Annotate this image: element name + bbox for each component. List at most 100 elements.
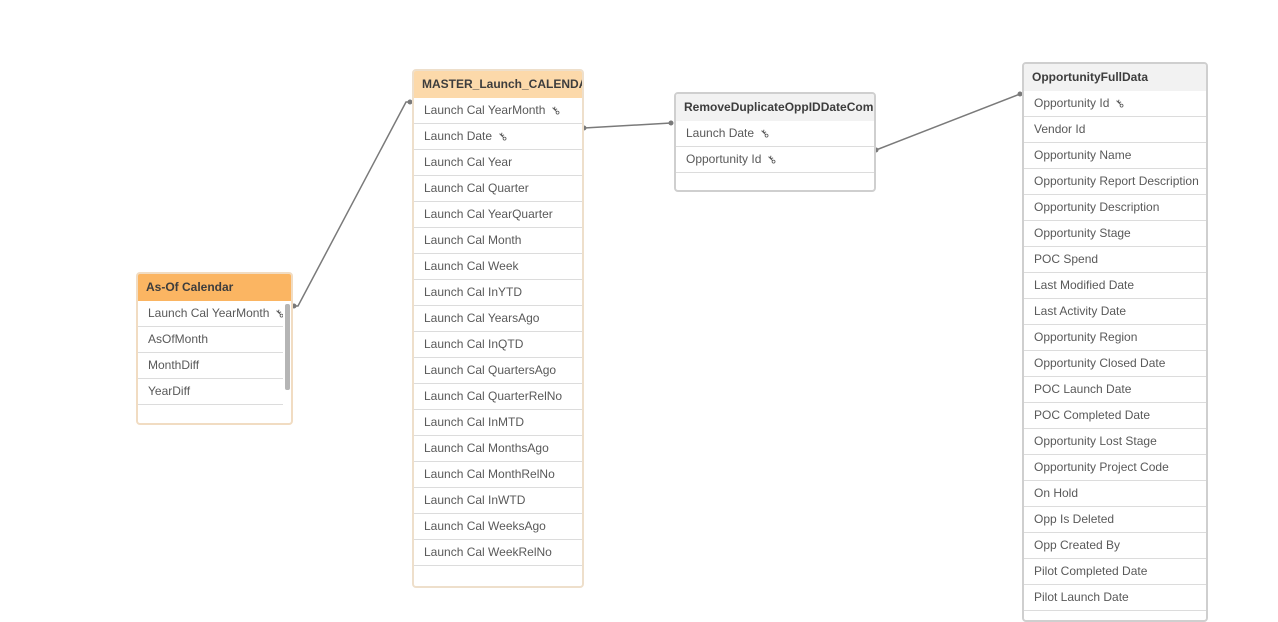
table-field-row[interactable]: Opportunity Closed Date [1024,351,1206,377]
table-field-row[interactable]: Opp Created By [1024,533,1206,559]
field-label: Launch Cal YearQuarter [424,207,553,221]
field-label: Opp Created By [1034,538,1121,552]
key-icon: ⚷ [1113,96,1128,111]
field-label: Opportunity Description [1034,200,1160,214]
table-field-row[interactable]: POC Spend [1024,247,1206,273]
field-label: Opportunity Closed Date [1034,356,1166,370]
field-label: Pilot Launch Date [1034,590,1129,604]
table-field-row[interactable]: Launch Cal InQTD [414,332,582,358]
table-field-row[interactable]: Opportunity Project Code [1024,455,1206,481]
field-label: Launch Cal WeekRelNo [424,545,552,559]
table-master-launch-calendar[interactable]: MASTER_Launch_CALENDAR Launch Cal YearMo… [412,69,584,588]
field-label: Opportunity Report Description [1034,174,1199,188]
field-label: Launch Cal Year [424,155,513,169]
scrollbar[interactable] [285,304,290,390]
table-field-row[interactable]: Opportunity Stage [1024,221,1206,247]
table-field-row[interactable]: Opportunity Id⚷ [1024,91,1206,117]
table-field-row[interactable]: Launch Cal QuarterRelNo [414,384,582,410]
table-field-row[interactable]: Launch Cal WeeksAgo [414,514,582,540]
field-label: POC Completed Date [1034,408,1151,422]
table-field-row[interactable]: Launch Date⚷ [414,124,582,150]
field-label: Launch Cal QuartersAgo [424,363,557,377]
table-field-row[interactable]: Last Activity Date [1024,299,1206,325]
field-label: Launch Cal InMTD [424,415,525,429]
table-field-row[interactable]: Launch Cal YearsAgo [414,306,582,332]
table-title[interactable]: OpportunityFullData [1024,64,1206,91]
table-field-row[interactable]: Last Modified Date [1024,273,1206,299]
field-label: Opportunity Lost Stage [1034,434,1157,448]
field-label: Launch Cal MonthRelNo [424,467,555,481]
field-label: Pilot Completed Date [1034,564,1148,578]
table-field-row[interactable]: Pilot Completed Date [1024,559,1206,585]
field-label: Launch Cal QuarterRelNo [424,389,563,403]
table-title[interactable]: As-Of Calendar [138,274,291,301]
table-field-row[interactable]: Launch Cal QuartersAgo [414,358,582,384]
table-field-row[interactable]: Launch Cal MonthRelNo [414,462,582,488]
table-field-row[interactable]: Launch Cal Year [414,150,582,176]
link-master-remove [583,122,672,129]
field-label: Last Modified Date [1034,278,1135,292]
key-icon: ⚷ [273,306,283,321]
table-field-row[interactable]: Opportunity Report Description [1024,169,1206,195]
field-label: Launch Cal InWTD [424,493,526,507]
table-field-row[interactable]: YearDiff [138,379,283,405]
field-label: Last Activity Date [1034,304,1127,318]
field-label: Vendor Id [1034,122,1086,136]
table-field-row[interactable]: Launch Cal InMTD [414,410,582,436]
field-label: Launch Date [424,129,493,143]
table-as-of-calendar[interactable]: As-Of Calendar Launch Cal YearMonth⚷ AsOf… [136,272,293,425]
table-field-row[interactable]: Opportunity Id⚷ [676,147,874,173]
table-field-row[interactable]: Launch Cal Week [414,254,582,280]
field-label: Launch Cal InQTD [424,337,524,351]
table-field-row[interactable]: Launch Cal InWTD [414,488,582,514]
link-dot [1017,91,1023,97]
key-icon: ⚷ [496,129,511,144]
table-field-row[interactable]: Launch Cal YearMonth⚷ [138,301,283,327]
table-field-row[interactable]: POC Completed Date [1024,403,1206,429]
field-list: Launch Date⚷Opportunity Id⚷ [676,121,874,173]
field-label: Launch Cal YearsAgo [424,311,540,325]
field-list: Opportunity Id⚷ Vendor Id Opportunity Name… [1024,91,1206,611]
table-title[interactable]: RemoveDuplicateOppIDDateComb [676,94,874,121]
table-field-row[interactable]: Launch Cal Month [414,228,582,254]
table-field-row[interactable]: MonthDiff [138,353,283,379]
table-remove-duplicate[interactable]: RemoveDuplicateOppIDDateComb Launch Date… [674,92,876,192]
field-label: YearDiff [148,384,191,398]
field-label: Launch Cal YearMonth [148,306,270,320]
field-label: POC Launch Date [1034,382,1132,396]
table-field-row[interactable]: Launch Date⚷ [676,121,874,147]
table-field-row[interactable]: Opportunity Region [1024,325,1206,351]
table-field-row[interactable]: Launch Cal MonthsAgo [414,436,582,462]
table-field-row[interactable]: Opportunity Lost Stage [1024,429,1206,455]
field-label: Opportunity Id [686,152,762,166]
table-field-row[interactable]: Launch Cal YearQuarter [414,202,582,228]
field-label: Opportunity Project Code [1034,460,1169,474]
key-icon: ⚷ [758,126,773,141]
field-label: Opportunity Region [1034,330,1138,344]
table-field-row[interactable]: Launch Cal Quarter [414,176,582,202]
table-field-row[interactable]: Opp Is Deleted [1024,507,1206,533]
table-field-row[interactable]: AsOfMonth [138,327,283,353]
field-label: Launch Cal YearMonth [424,103,546,117]
field-label: POC Spend [1034,252,1099,266]
table-field-row[interactable]: POC Launch Date [1024,377,1206,403]
table-field-row[interactable]: Launch Cal YearMonth⚷ [414,98,582,124]
table-field-row[interactable]: Vendor Id [1024,117,1206,143]
table-field-row[interactable]: On Hold [1024,481,1206,507]
field-label: Launch Cal InYTD [424,285,523,299]
field-label: AsOfMonth [148,332,209,346]
table-field-row[interactable]: Opportunity Name [1024,143,1206,169]
table-field-row[interactable]: Pilot Launch Date [1024,585,1206,611]
table-field-row[interactable]: Launch Cal InYTD [414,280,582,306]
link-remove-opp [875,93,1021,151]
key-icon: ⚷ [765,152,780,167]
link-dot [407,99,413,105]
table-field-row[interactable]: Opportunity Description [1024,195,1206,221]
table-opportunity-full-data[interactable]: OpportunityFullData Opportunity Id⚷ Vendo… [1022,62,1208,622]
table-field-row[interactable]: Launch Cal WeekRelNo [414,540,582,566]
field-label: Launch Cal MonthsAgo [424,441,549,455]
field-label: Launch Cal Month [424,233,522,247]
table-title[interactable]: MASTER_Launch_CALENDAR [414,71,582,98]
